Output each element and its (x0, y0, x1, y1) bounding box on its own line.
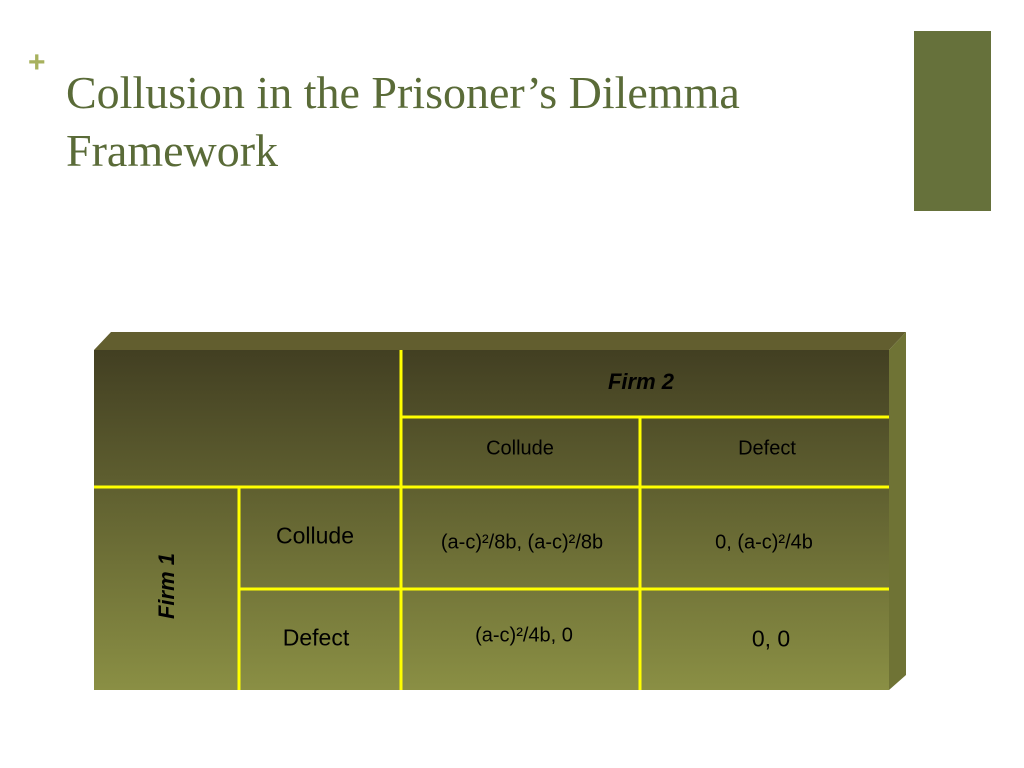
row-header-defect: Defect (282, 624, 350, 651)
column-header-collude: Collude (486, 437, 554, 460)
payoff-defect-defect: 0, 0 (751, 625, 791, 652)
column-header-defect: Defect (738, 437, 796, 460)
table-side-face (889, 332, 906, 690)
payoff-collude-collude: (a-c)²/8b, (a-c)²/8b (440, 531, 604, 554)
row-header-collude: Collude (276, 522, 354, 549)
row-player-label: Firm 1 (154, 552, 179, 620)
table-top-face (94, 332, 906, 350)
payoff-defect-collude: (a-c)²/4b, 0 (475, 624, 573, 647)
decorative-bar (914, 31, 991, 211)
table-grid (94, 350, 889, 690)
bullet-plus-icon: + (28, 46, 46, 79)
column-player-label: Firm 2 (607, 369, 675, 394)
table-front-face (94, 350, 889, 690)
payoff-collude-defect: 0, (a-c)²/4b (715, 531, 813, 554)
slide-title: Collusion in the Prisoner’s Dilemma Fram… (66, 67, 740, 176)
